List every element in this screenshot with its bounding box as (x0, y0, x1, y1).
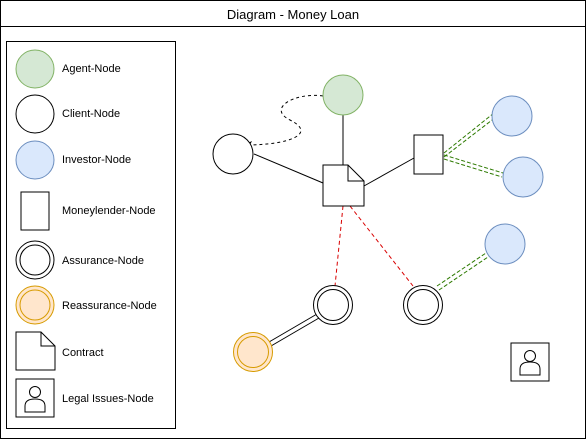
assurance-node-left[interactable] (313, 285, 353, 325)
edge-contract-assurance-left (334, 205, 344, 287)
legend-label-investor-node: Investor-Node (62, 154, 132, 166)
edge-contract-assurance-right (349, 205, 414, 287)
legend-label-legal-issues-node: Legal Issues-Node (62, 393, 154, 405)
investor-node-middle[interactable] (502, 156, 544, 198)
legend-panel: Agent-Node Client-Node Investor-Node Mon… (6, 41, 176, 429)
legal-issues-node-icon (15, 378, 55, 418)
moneylender-node-icon (20, 191, 50, 231)
investor-node-top[interactable] (491, 95, 533, 137)
edge-moneylender-investor-mid (443, 154, 504, 178)
assurance-node-icon (15, 240, 55, 280)
edge-client-contract (253, 153, 324, 184)
legend-label-reassurance-node: Reassurance-Node (62, 300, 157, 312)
assurance-node-right[interactable] (403, 285, 443, 325)
contract-node[interactable] (322, 164, 365, 207)
edge-moneylender-investor-top (443, 112, 497, 158)
moneylender-node[interactable] (413, 134, 444, 175)
legal-issues-node[interactable] (510, 342, 550, 382)
edge-assurance-reassurance (268, 313, 320, 347)
agent-node-icon (15, 49, 55, 89)
legend-label-moneylender-node: Moneylender-Node (62, 205, 156, 217)
client-node-icon (15, 94, 55, 134)
legend-label-contract: Contract (62, 347, 104, 359)
edge-agent-client-dashed (244, 94, 324, 149)
investor-node-icon (15, 140, 55, 180)
contract-icon (15, 331, 56, 371)
edge-contract-moneylender (363, 157, 415, 187)
legend-label-client-node: Client-Node (62, 108, 121, 120)
legend-icons (15, 49, 56, 418)
legend-label-agent-node: Agent-Node (62, 63, 121, 75)
reassurance-node[interactable] (233, 332, 273, 372)
reassurance-node-icon (15, 285, 55, 325)
edges (244, 94, 504, 347)
investor-node-bottom[interactable] (484, 223, 526, 265)
agent-node[interactable] (322, 74, 364, 116)
client-node[interactable] (212, 133, 254, 175)
diagram-title: Diagram - Money Loan (1, 1, 585, 27)
legend-label-assurance-node: Assurance-Node (62, 255, 144, 267)
edge-assurance-investor (436, 250, 492, 291)
